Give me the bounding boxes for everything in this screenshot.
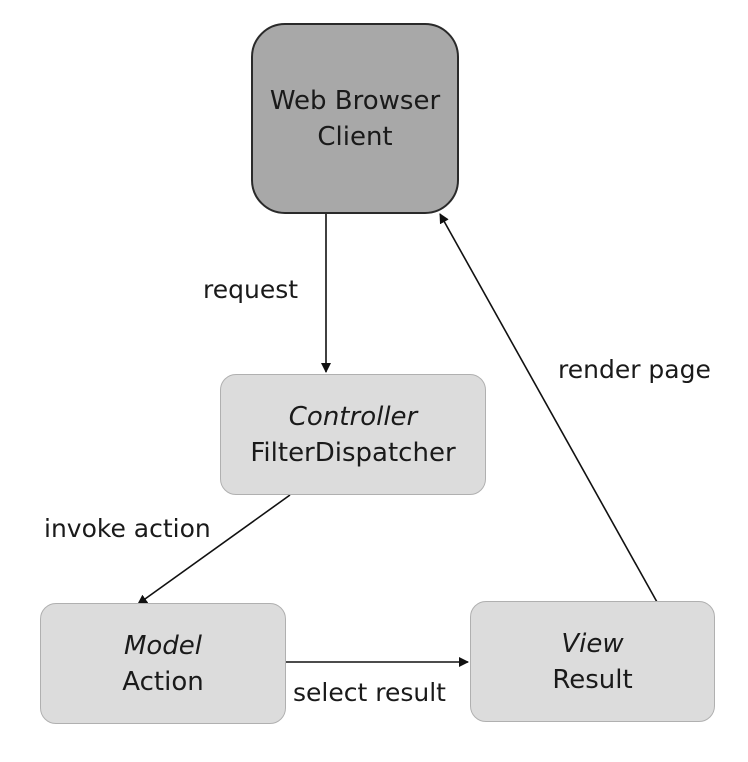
web-browser-client-node: Web Browser Client bbox=[251, 23, 459, 214]
controller-node: Controller FilterDispatcher bbox=[220, 374, 486, 495]
model-node: Model Action bbox=[40, 603, 286, 724]
view-name: Result bbox=[552, 664, 633, 695]
invoke-action-label: invoke action bbox=[44, 514, 211, 543]
view-node: View Result bbox=[470, 601, 715, 722]
render-page-label: render page bbox=[558, 355, 711, 384]
select-result-label: select result bbox=[293, 678, 446, 707]
controller-name: FilterDispatcher bbox=[250, 437, 456, 468]
controller-role: Controller bbox=[288, 401, 418, 432]
browser-line1: Web Browser bbox=[269, 85, 441, 116]
view-role: View bbox=[561, 628, 624, 659]
model-role: Model bbox=[123, 630, 203, 661]
model-name: Action bbox=[122, 666, 204, 697]
render-page-arrow bbox=[439, 213, 658, 603]
request-label: request bbox=[203, 275, 299, 304]
browser-line2: Client bbox=[317, 121, 393, 152]
invoke-action-arrow bbox=[137, 494, 291, 605]
